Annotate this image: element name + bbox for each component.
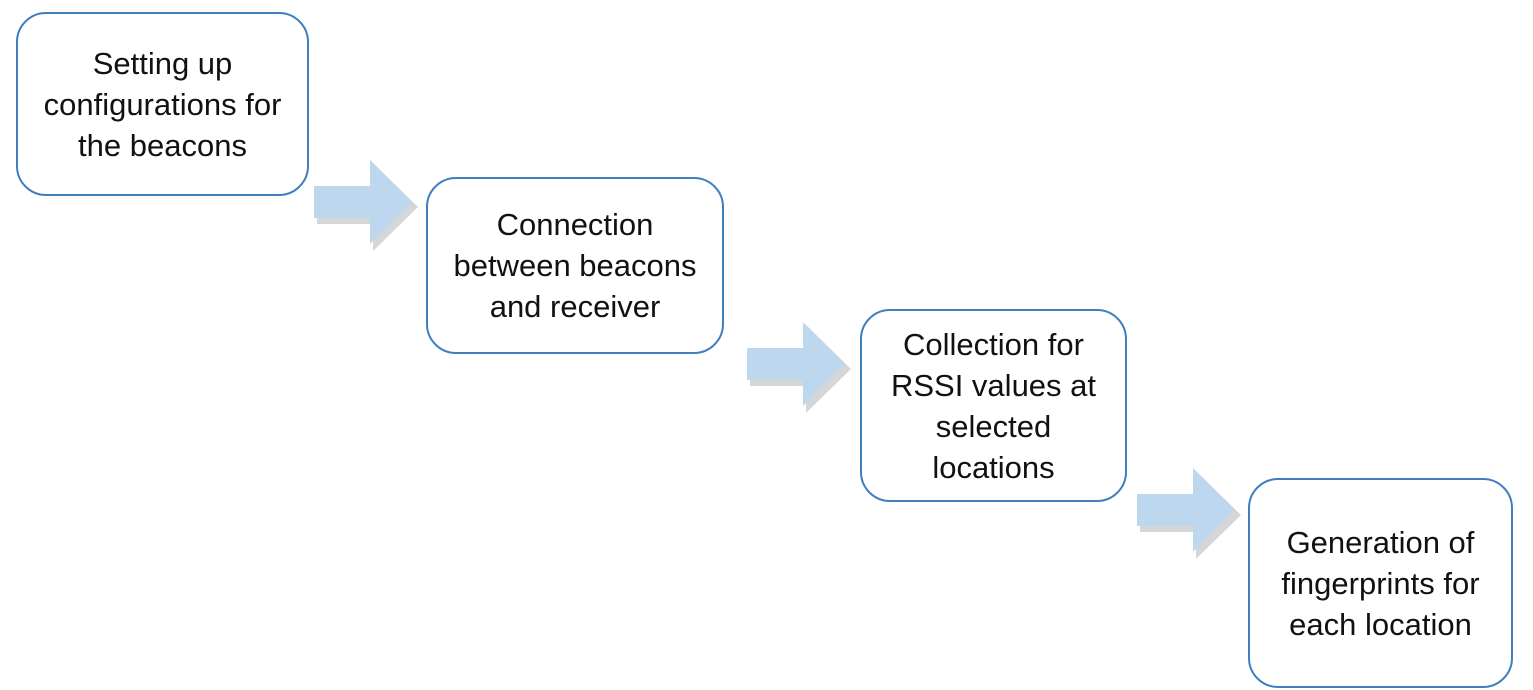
flow-arrow-icon — [747, 322, 851, 413]
flow-arrow-icon — [314, 160, 418, 251]
flow-arrow-icon — [1137, 468, 1241, 559]
step-label: Connection between beacons and receiver — [453, 207, 697, 324]
step-label: Generation of fingerprints for each loca… — [1281, 524, 1480, 642]
step-label: Setting up configurations for the beacon… — [43, 45, 282, 163]
step-box-connect-beacons-receiver: Connection between beacons and receiver — [426, 177, 724, 354]
step-label: Collection for RSSI values at selected l… — [890, 326, 1097, 485]
step-box-generate-fingerprints: Generation of fingerprints for each loca… — [1248, 478, 1513, 688]
step-box-collect-rssi: Collection for RSSI values at selected l… — [860, 309, 1127, 502]
step-box-configure-beacons: Setting up configurations for the beacon… — [16, 12, 309, 196]
